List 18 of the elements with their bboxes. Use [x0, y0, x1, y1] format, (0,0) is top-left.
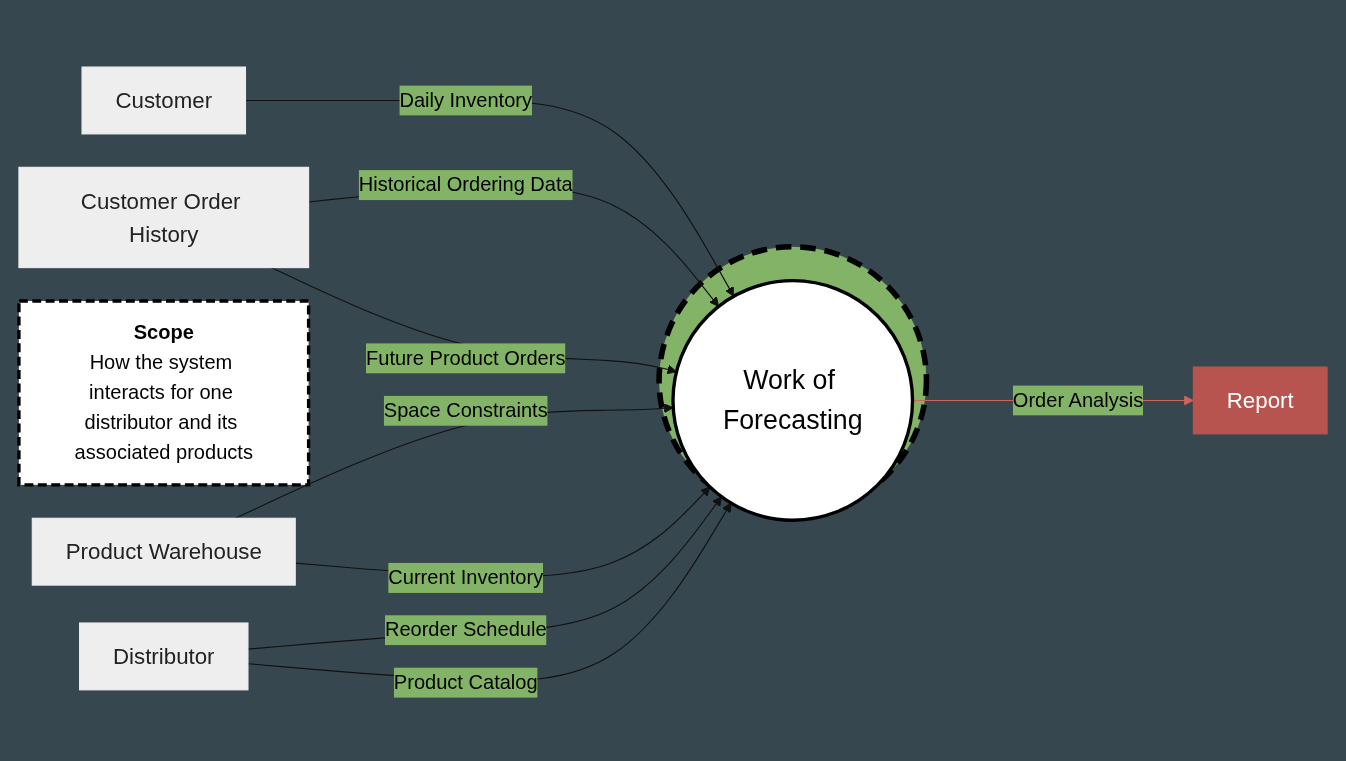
node-circle: Work of Forecasting [671, 279, 915, 522]
arrow [247, 496, 722, 650]
node-box: Customer Order History [18, 166, 310, 269]
edge-label: Historical Ordering Data [358, 173, 573, 196]
node-box: Scope How the system interacts for one distributor and its associated products [17, 299, 311, 487]
edge-label: Daily Inventory [399, 88, 533, 112]
node-box: Customer [81, 66, 247, 135]
edge-label: Future Product Orders [365, 346, 566, 370]
arrow [247, 502, 732, 682]
edge-label: Order Analysis [1012, 388, 1144, 412]
edge-label: Reorder Schedule [384, 618, 547, 641]
edge-label: Product Catalog [393, 671, 538, 694]
node-box: Product Warehouse [31, 517, 296, 586]
edge-label: Space Constraints [383, 399, 548, 422]
node-box: Report [1192, 366, 1328, 435]
arrow [270, 267, 677, 375]
edge-label: Current Inventory [388, 566, 544, 589]
node-box: Distributor [79, 622, 249, 691]
